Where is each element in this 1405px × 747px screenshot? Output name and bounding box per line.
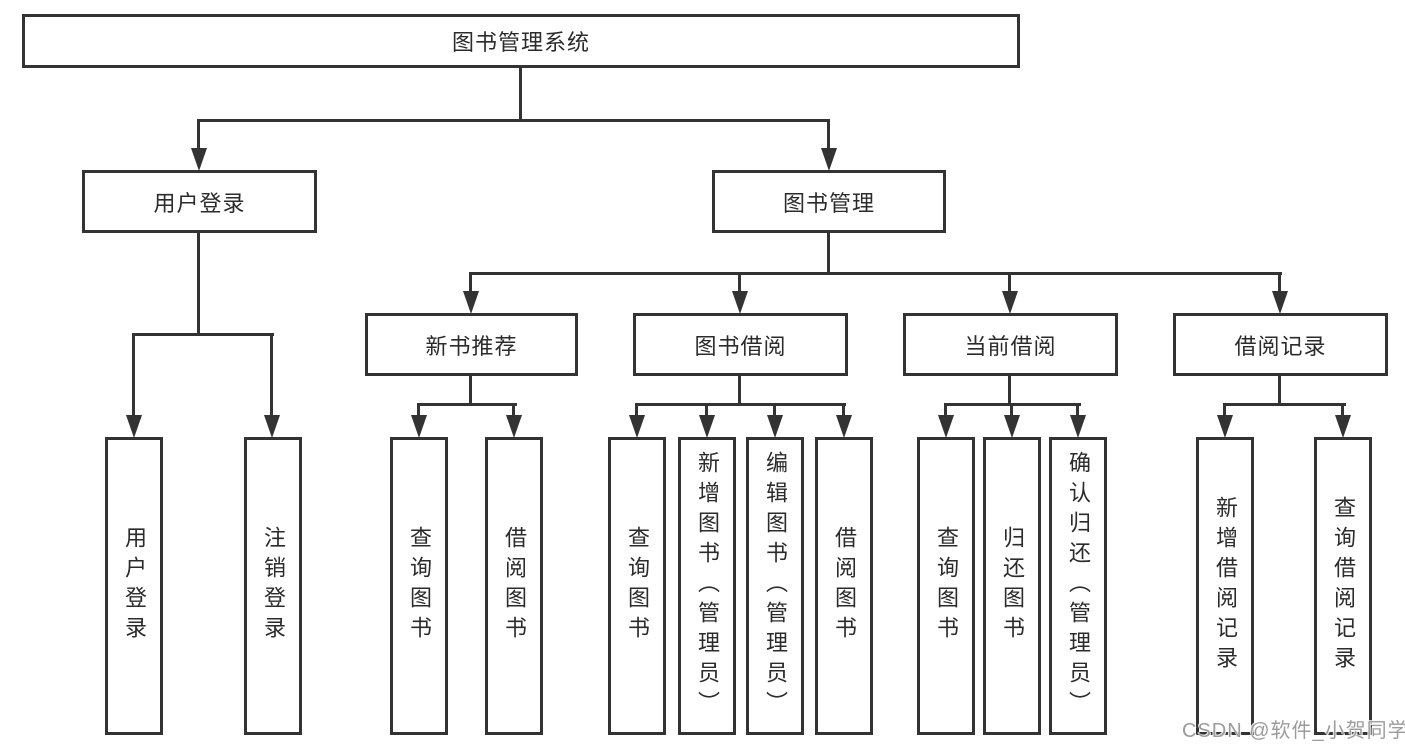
connector-arrowhead-icon — [1272, 291, 1288, 314]
leaf-label: 新增图书（管理员） — [695, 451, 720, 721]
connector-arrowhead-icon — [1217, 415, 1233, 438]
connector-arrowhead-icon — [821, 148, 837, 171]
connector-arrowhead-icon — [264, 415, 280, 438]
node-book-borrowing: 图书借阅 — [633, 313, 848, 376]
leaf-add-borrow-record: 新增借阅记录 — [1196, 437, 1254, 735]
connector-arrowhead-icon — [836, 415, 852, 438]
connector-arrowhead-icon — [938, 415, 954, 438]
leaf-label: 查询图书 — [934, 526, 959, 646]
leaf-label: 注销登录 — [261, 526, 286, 646]
connector-line — [197, 119, 830, 122]
leaf-borrow-books-borrowing: 借阅图书 — [815, 437, 873, 735]
connector-line — [197, 119, 200, 150]
connector-line — [827, 119, 830, 150]
leaf-label: 新增借阅记录 — [1213, 496, 1238, 676]
node-library-management-system: 图书管理系统 — [22, 14, 1020, 68]
connector-line — [512, 403, 515, 417]
connector-arrowhead-icon — [629, 415, 645, 438]
connector-line — [469, 272, 472, 293]
leaf-query-books-current: 查询图书 — [917, 437, 975, 735]
connector-line — [469, 376, 472, 406]
connector-line — [132, 333, 135, 417]
connector-arrowhead-icon — [411, 415, 427, 438]
connector-line — [469, 272, 1282, 275]
leaf-user-login: 用户登录 — [105, 437, 163, 735]
connector-line — [1278, 376, 1281, 406]
node-label: 用户登录 — [153, 190, 246, 216]
connector-arrowhead-icon — [463, 291, 479, 314]
connector-line — [197, 233, 200, 335]
leaf-label: 查询图书 — [625, 526, 650, 646]
leaf-query-books-borrowing: 查询图书 — [608, 437, 666, 735]
leaf-return-books: 归还图书 — [983, 437, 1041, 735]
node-label: 借阅记录 — [1234, 333, 1327, 359]
leaf-label: 借阅图书 — [832, 526, 857, 646]
node-book-management: 图书管理 — [712, 170, 946, 233]
connector-line — [1008, 376, 1011, 406]
connector-line — [417, 403, 517, 406]
connector-line — [1278, 272, 1281, 293]
connector-arrowhead-icon — [767, 415, 783, 438]
node-label: 新书推荐 — [425, 333, 518, 359]
connector-line — [132, 333, 274, 336]
connector-line — [1341, 403, 1344, 417]
connector-line — [270, 333, 273, 417]
csdn-watermark: CSDN @软件_小贺同学 — [1182, 720, 1405, 742]
leaf-label: 用户登录 — [122, 526, 147, 646]
connector-arrowhead-icon — [1335, 415, 1351, 438]
connector-line — [842, 403, 845, 417]
leaf-label: 确认归还（管理员） — [1066, 451, 1091, 721]
leaf-borrow-books-recommend: 借阅图书 — [485, 437, 543, 735]
connector-arrowhead-icon — [191, 148, 207, 171]
leaf-add-book-admin: 新增图书（管理员） — [678, 437, 736, 735]
connector-line — [944, 403, 947, 417]
leaf-label: 编辑图书（管理员） — [763, 451, 788, 721]
connector-line — [738, 376, 741, 406]
connector-line — [635, 403, 638, 417]
connector-line — [705, 403, 708, 417]
leaf-edit-book-admin: 编辑图书（管理员） — [746, 437, 804, 735]
node-new-book-recommendation: 新书推荐 — [365, 313, 578, 376]
leaf-query-borrow-record: 查询借阅记录 — [1314, 437, 1372, 735]
connector-arrowhead-icon — [1070, 415, 1086, 438]
node-label: 图书管理系统 — [451, 30, 590, 55]
connector-line — [1008, 272, 1011, 293]
leaf-label: 借阅图书 — [502, 526, 527, 646]
leaf-logout: 注销登录 — [244, 437, 302, 735]
node-label: 图书管理 — [782, 190, 875, 216]
connector-line — [738, 272, 741, 293]
connector-arrowhead-icon — [699, 415, 715, 438]
connector-arrowhead-icon — [732, 291, 748, 314]
connector-arrowhead-icon — [1004, 415, 1020, 438]
connector-arrowhead-icon — [1002, 291, 1018, 314]
leaf-label: 查询图书 — [407, 526, 432, 646]
connector-line — [635, 403, 846, 406]
leaf-query-books-recommend: 查询图书 — [390, 437, 448, 735]
connector-line — [1076, 403, 1079, 417]
leaf-label: 查询借阅记录 — [1331, 496, 1356, 676]
connector-line — [827, 233, 830, 274]
leaf-label: 归还图书 — [1000, 526, 1025, 646]
node-user-login: 用户登录 — [82, 170, 317, 233]
node-label: 图书借阅 — [694, 333, 787, 359]
connector-line — [519, 68, 522, 121]
connector-arrowhead-icon — [506, 415, 522, 438]
connector-arrowhead-icon — [126, 415, 142, 438]
connector-line — [1010, 403, 1013, 417]
connector-line — [1223, 403, 1226, 417]
connector-line — [1223, 403, 1346, 406]
node-label: 当前借阅 — [964, 333, 1057, 359]
node-borrowing-records: 借阅记录 — [1173, 313, 1388, 376]
connector-line — [417, 403, 420, 417]
leaf-confirm-return-admin: 确认归还（管理员） — [1049, 437, 1107, 735]
connector-line — [773, 403, 776, 417]
node-current-borrowing: 当前借阅 — [903, 313, 1118, 376]
